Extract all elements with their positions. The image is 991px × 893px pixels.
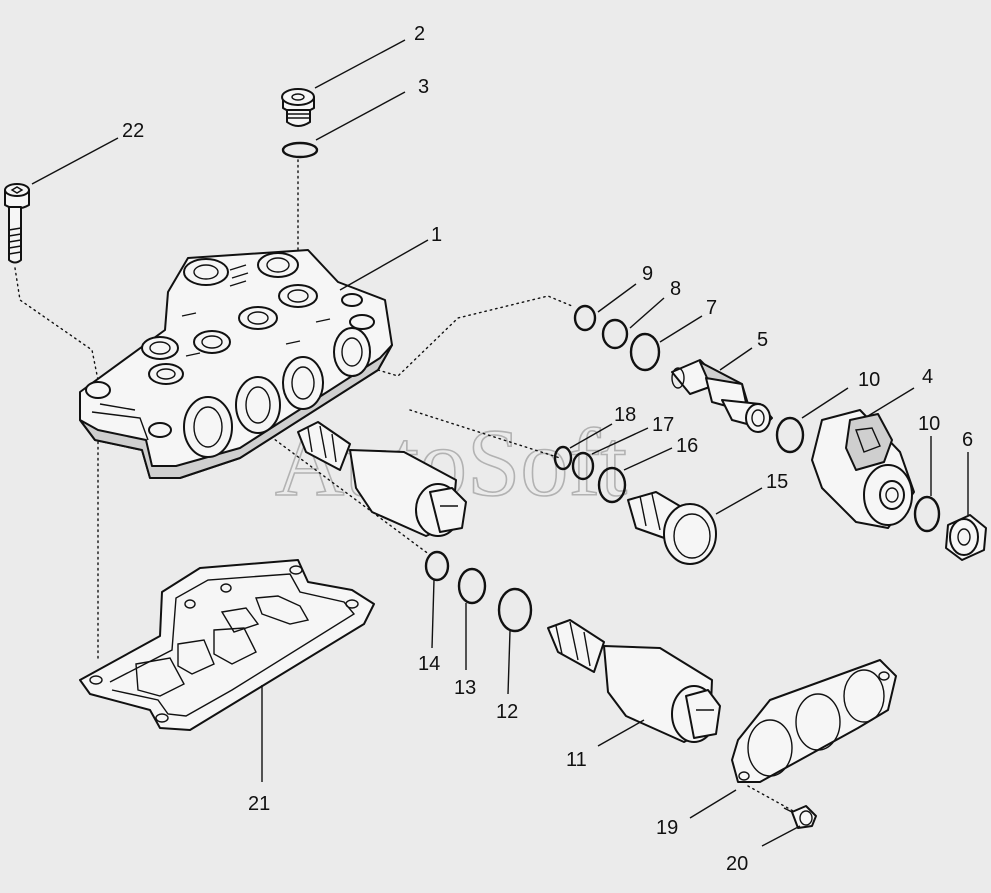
part-8-o-ring [601,318,629,350]
part-6-nut [945,514,987,561]
callout-7: 7 [706,297,717,319]
part-14-o-ring [424,550,450,582]
part-10-o-ring-right [913,495,941,533]
callout-9: 9 [642,263,653,285]
callout-13: 13 [454,677,476,699]
leader-lines [31,39,969,847]
callout-15: 15 [766,471,788,493]
callout-16: 16 [676,435,698,457]
callout-19: 19 [656,817,678,839]
part-10-o-ring-left [775,416,805,454]
part-15-valve [627,491,717,565]
assembly-paths [14,159,796,813]
part-5-cartridge-valve [671,359,773,433]
callout-labels: 2 3 22 1 9 8 7 5 10 4 10 6 18 17 16 15 1… [122,23,973,875]
part-18-o-ring [553,445,573,471]
callout-3: 3 [418,76,429,98]
callout-14: 14 [418,653,440,675]
callout-11: 11 [566,749,587,771]
part-7-o-ring [629,332,661,372]
callout-10-left: 10 [858,369,880,391]
part-16-o-ring [597,466,627,504]
callout-17: 17 [652,414,674,436]
callout-2: 2 [414,23,425,45]
callout-20: 20 [726,853,748,875]
part-11-solenoid-valve [547,619,721,743]
part-3-o-ring [281,141,319,159]
callout-22: 22 [122,120,144,142]
part-17-o-ring [571,451,595,481]
part-9-o-ring [573,304,597,332]
callout-21: 21 [248,793,270,815]
part-13-o-ring [457,567,487,605]
callout-12: 12 [496,701,518,723]
callout-18: 18 [614,404,636,426]
part-12-o-ring [497,587,533,633]
callout-5: 5 [757,329,768,351]
installed-solenoid-valve [297,421,467,537]
part-19-gasket [731,659,897,783]
callout-1: 1 [431,224,442,246]
callout-8: 8 [670,278,681,300]
part-2-plug [281,88,315,127]
part-22-bolt [4,183,30,264]
part-21-gasket [79,559,375,731]
callout-6: 6 [962,429,973,451]
callout-4: 4 [922,366,933,388]
part-4-solenoid-coil [811,409,915,529]
callout-10-right: 10 [918,413,940,435]
part-20-screw [783,805,817,829]
part-1-valve-body [79,249,393,479]
